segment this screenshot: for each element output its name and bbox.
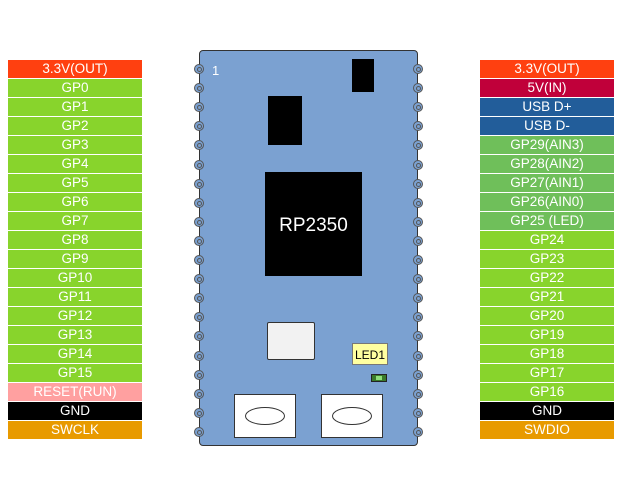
pin-pad	[413, 369, 423, 380]
pin-label: 3.3V(OUT)	[8, 60, 142, 78]
pin-pad	[194, 159, 204, 170]
pin-pad	[413, 102, 423, 113]
pin-pad	[413, 216, 423, 227]
pin-label: GP17	[480, 364, 614, 382]
pin-pad	[413, 159, 423, 170]
pin-label: GP14	[8, 345, 142, 363]
pin-pad	[194, 216, 204, 227]
pin-label: GP22	[480, 269, 614, 287]
pin-label: GP4	[8, 155, 142, 173]
pin-label: SWCLK	[8, 421, 142, 439]
flash-chip	[268, 96, 302, 145]
bootsel-button[interactable]	[267, 322, 315, 360]
pin-label: GP7	[8, 212, 142, 230]
pin-label: USB D-	[480, 117, 614, 135]
pin-pad	[194, 312, 204, 323]
pin-pad	[413, 407, 423, 418]
pin1-marker: 1	[212, 63, 220, 78]
push-button-right[interactable]	[321, 394, 383, 438]
pin-pad	[413, 274, 423, 285]
rp2350-chip	[265, 172, 362, 276]
led-label: LED1	[352, 343, 388, 365]
pin-label: GP9	[8, 250, 142, 268]
pin-pad	[413, 255, 423, 265]
pin-pad	[194, 140, 204, 151]
pin-label: 5V(IN)	[480, 79, 614, 97]
pin-label: GP1	[8, 98, 142, 116]
pin-label: GP26(AIN0)	[480, 193, 614, 211]
pin-label: 3.3V(OUT)	[480, 60, 614, 78]
pin-pad	[413, 293, 423, 304]
button-cap	[245, 407, 285, 425]
pin-label: GP16	[480, 383, 614, 401]
pin-label: RESET(RUN)	[8, 383, 142, 401]
pin-pad	[194, 255, 204, 265]
pin-pad	[194, 350, 204, 361]
pin-pad	[413, 83, 423, 94]
pin-label: GP27(AIN1)	[480, 174, 614, 192]
pin-label: USB D+	[480, 98, 614, 116]
pin-label: GP21	[480, 288, 614, 306]
pin-label: GP11	[8, 288, 142, 306]
pin-pad	[413, 426, 423, 437]
pin-pad	[413, 350, 423, 361]
pin-label: GP12	[8, 307, 142, 325]
pin-label: SWDIO	[480, 421, 614, 439]
pin-pad	[194, 64, 204, 74]
pin-label: GND	[8, 402, 142, 420]
pin-pad	[194, 369, 204, 380]
pin-pad	[413, 178, 423, 189]
pin-pad	[413, 197, 423, 208]
led-indicator	[371, 374, 387, 382]
pin-label: GP3	[8, 136, 142, 154]
pin-label: GP13	[8, 326, 142, 344]
pin-pad	[194, 274, 204, 285]
pin-pad	[413, 64, 423, 74]
pin-label: GP0	[8, 79, 142, 97]
pin-pad	[194, 388, 204, 399]
pin-label: GP15	[8, 364, 142, 382]
pin-label: GP29(AIN3)	[480, 136, 614, 154]
pin-pad	[194, 178, 204, 189]
rp2350-chip-label: RP2350	[279, 215, 348, 236]
pin-pad	[194, 407, 204, 418]
pin-label: GP5	[8, 174, 142, 192]
pin-pad	[413, 331, 423, 342]
pin-label: GP6	[8, 193, 142, 211]
pin-label: GP20	[480, 307, 614, 325]
pin-pad	[413, 140, 423, 151]
pin-label: GP28(AIN2)	[480, 155, 614, 173]
pin-pad	[194, 293, 204, 304]
pin-label: GP23	[480, 250, 614, 268]
pin-pad	[194, 197, 204, 208]
debug-connector-chip	[352, 59, 374, 92]
pin-label: GP18	[480, 345, 614, 363]
pin-label: GP8	[8, 231, 142, 249]
pin-pad	[194, 235, 204, 246]
pin-label: GP24	[480, 231, 614, 249]
right-pin-column: 3.3V(OUT)5V(IN)USB D+USB D-GP29(AIN3)GP2…	[480, 60, 614, 440]
push-button-left[interactable]	[234, 394, 296, 438]
pin-label: GP25 (LED)	[480, 212, 614, 230]
pin-pad	[413, 121, 423, 132]
pin-pad	[413, 388, 423, 399]
pin-label: GP19	[480, 326, 614, 344]
led-dot	[376, 376, 382, 380]
pin-pad	[413, 235, 423, 246]
button-cap	[332, 407, 372, 425]
pin-pad	[194, 331, 204, 342]
pin-pad	[413, 312, 423, 323]
pin-pad	[194, 102, 204, 113]
pin-pad	[194, 121, 204, 132]
pin-label: GP2	[8, 117, 142, 135]
pin-label: GND	[480, 402, 614, 420]
pin-label: GP10	[8, 269, 142, 287]
pin-pad	[194, 83, 204, 94]
pin-pad	[194, 426, 204, 437]
